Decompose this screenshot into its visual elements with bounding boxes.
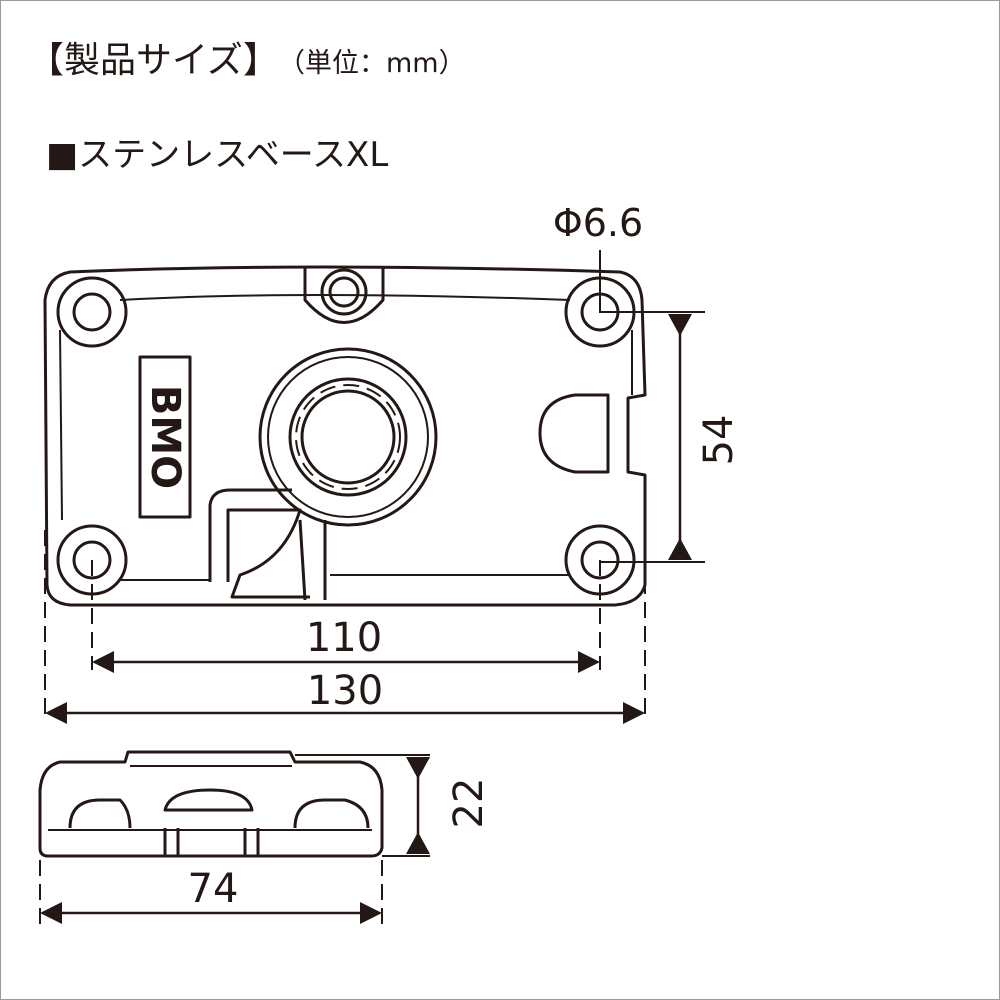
dim-110: 110 <box>92 615 600 673</box>
hole-diameter-label: Φ6.6 <box>553 201 643 245</box>
hole-top-left <box>56 276 128 348</box>
product-name: ■ステンレスベースXL <box>46 135 388 175</box>
bracket-detail <box>208 488 327 601</box>
unit-label: （単位：mm） <box>278 48 466 79</box>
dim-130: 130 <box>45 668 645 724</box>
svg-text:110: 110 <box>306 615 382 661</box>
side-view <box>38 750 384 858</box>
center-mount-ring <box>258 347 438 527</box>
svg-text:22: 22 <box>446 778 492 829</box>
dim-22: 22 <box>406 757 492 854</box>
top-view: BMO <box>43 265 647 607</box>
d-slot <box>538 393 610 474</box>
svg-text:BMO: BMO <box>142 385 188 489</box>
bmo-logo: BMO <box>138 355 192 519</box>
svg-text:74: 74 <box>188 866 239 912</box>
section-title: 【製品サイズ】 <box>28 40 279 81</box>
svg-text:54: 54 <box>696 415 742 466</box>
dim-54: 54 <box>668 314 742 560</box>
svg-text:130: 130 <box>307 668 383 714</box>
dim-74: 74 <box>40 866 382 924</box>
hole-top-center <box>303 268 385 324</box>
